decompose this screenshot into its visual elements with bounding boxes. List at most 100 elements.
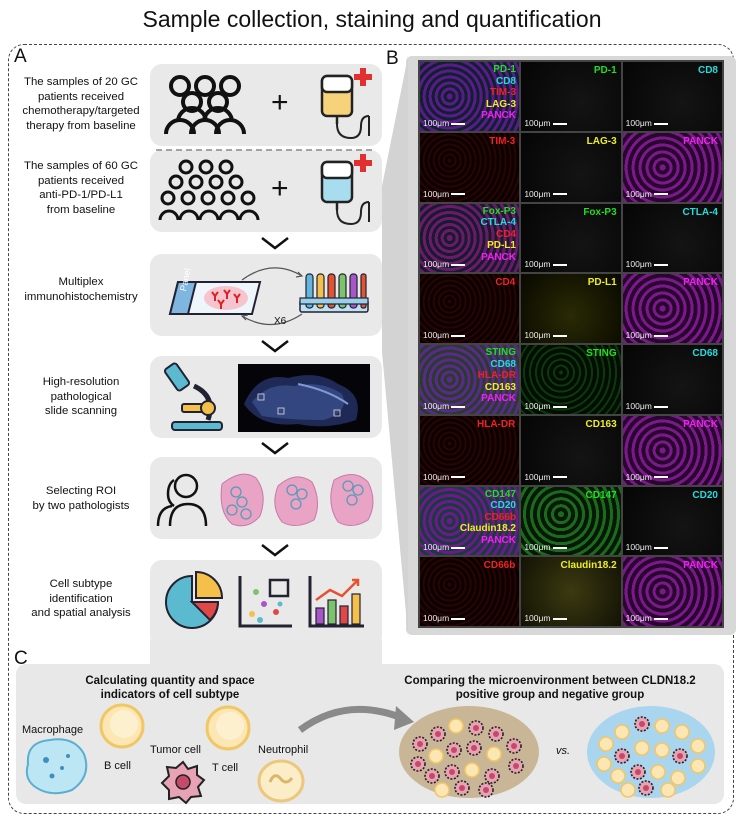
chevron-down-icon bbox=[261, 237, 289, 250]
scale-bar: 100μm bbox=[423, 613, 466, 623]
scale-bar-label: 100μm bbox=[625, 471, 652, 482]
spatial-plot-icon bbox=[238, 576, 292, 628]
marker-labels: CD4 bbox=[495, 277, 515, 289]
scale-bar-label: 100μm bbox=[423, 613, 450, 623]
immune-cell-mark bbox=[610, 768, 626, 784]
scale-bar-label: 100μm bbox=[423, 117, 450, 128]
marker-label: CD66b bbox=[483, 560, 516, 572]
label-tumor-cell: Tumor cell bbox=[150, 744, 201, 756]
marker-labels: PD-1 bbox=[594, 65, 617, 77]
marker-label: STING bbox=[586, 348, 617, 359]
label-macrophage: Macrophage bbox=[22, 724, 84, 736]
scale-bar-label: 100μm bbox=[625, 259, 652, 270]
panel-label-c: C bbox=[14, 648, 28, 669]
scale-bar-label: 100μm bbox=[524, 117, 551, 128]
marker-labels: PANCK bbox=[683, 277, 718, 289]
scale-bar-label: 100μm bbox=[524, 613, 551, 623]
marker-label: CD20 bbox=[692, 489, 718, 501]
patient-group-icon-large bbox=[158, 159, 260, 221]
tumor-cell-icon bbox=[160, 760, 206, 805]
immune-cell-mark bbox=[428, 748, 444, 764]
fluorescence-image-cell: CTLA-4 100μm bbox=[622, 203, 722, 273]
tumor-cell-mark bbox=[466, 740, 482, 756]
marker-label: TIM-3 bbox=[489, 87, 516, 98]
marker-label: PANCK bbox=[481, 393, 516, 404]
immune-cell-mark bbox=[690, 758, 706, 774]
tumor-cell-mark bbox=[444, 764, 460, 780]
marker-labels: PANCK bbox=[683, 560, 718, 572]
immune-cell-mark bbox=[596, 756, 612, 772]
tumor-cell-mark bbox=[488, 726, 504, 742]
bar-chart-icon bbox=[308, 576, 364, 628]
immune-cell-mark bbox=[654, 742, 670, 758]
fluorescence-image-cell: PANCK 100μm bbox=[622, 132, 722, 202]
panel-label-a: A bbox=[14, 46, 27, 67]
macrophage-icon bbox=[25, 738, 88, 795]
analysis-connector bbox=[150, 640, 382, 668]
marker-label: CD8 bbox=[495, 75, 516, 87]
marker-labels: HLA-DR bbox=[477, 419, 515, 431]
immune-cell-mark bbox=[650, 764, 666, 780]
pie-chart-icon bbox=[165, 570, 224, 629]
marker-labels: CD66b bbox=[484, 560, 516, 572]
marker-label: PANCK bbox=[683, 277, 718, 289]
marker-label: CD4 bbox=[495, 228, 516, 240]
label-neutrophil: Neutrophil bbox=[258, 744, 309, 756]
marker-label: Claudin18.2 bbox=[459, 523, 516, 534]
marker-labels: PD-L1 bbox=[588, 277, 617, 289]
curved-arrow bbox=[297, 705, 414, 733]
immune-cell-mark bbox=[620, 782, 636, 798]
slide-icon bbox=[168, 281, 262, 315]
immune-cell-mark bbox=[674, 724, 690, 740]
zoom-wedge bbox=[382, 56, 408, 635]
marker-label: CD68 bbox=[490, 358, 516, 370]
chevron-down-icon bbox=[261, 340, 289, 353]
marker-label: PANCK bbox=[683, 135, 718, 147]
marker-label: PD-L1 bbox=[587, 277, 617, 289]
scale-bar: 100μm bbox=[626, 472, 668, 482]
t-cell-icon bbox=[205, 705, 251, 751]
iv-bag-yellow-icon bbox=[320, 68, 372, 140]
c-title-right: Comparing the microenvironment between C… bbox=[404, 675, 696, 701]
scale-bar: 100μm bbox=[524, 259, 567, 269]
tumor-cell-mark bbox=[506, 738, 522, 754]
marker-labels: Claudin18.2 bbox=[561, 560, 617, 572]
scale-bar-label: 100μm bbox=[423, 542, 450, 553]
scale-bar: 100μm bbox=[626, 189, 668, 199]
scale-bar-label: 100μm bbox=[524, 542, 551, 553]
marker-label: CD163 bbox=[585, 418, 617, 430]
marker-labels: CD147 bbox=[586, 490, 617, 502]
marker-label: Claudin18.2 bbox=[560, 560, 617, 572]
reagent-tubes-icon bbox=[299, 273, 369, 313]
marker-labels: CTLA-4 bbox=[682, 207, 718, 219]
marker-label: LAG-3 bbox=[486, 98, 516, 110]
scale-bar-label: 100μm bbox=[625, 117, 652, 128]
fluorescence-image-cell: PD-1 100μm bbox=[521, 62, 621, 131]
immune-cell-mark bbox=[448, 718, 464, 734]
scale-bar-label: 100μm bbox=[625, 542, 652, 553]
tumor-cell-mark bbox=[454, 780, 470, 796]
box-divider bbox=[156, 149, 376, 151]
scale-bar: 100μm bbox=[524, 189, 567, 199]
marker-label: CD4 bbox=[495, 277, 516, 289]
scale-bar-label: 100μm bbox=[423, 471, 450, 482]
marker-label: PANCK bbox=[481, 534, 516, 546]
scale-bar: 100μm bbox=[524, 401, 567, 411]
scale-bar: 100μm bbox=[423, 117, 466, 128]
plus-sign-2: + bbox=[271, 172, 289, 205]
immune-cell-mark bbox=[690, 738, 706, 754]
cycle-count: X6 bbox=[274, 316, 287, 327]
vs-label: vs. bbox=[556, 745, 571, 757]
marker-labels: CD20 bbox=[692, 490, 718, 502]
marker-label: LAG-3 bbox=[586, 135, 617, 147]
marker-labels: CD8 bbox=[698, 65, 718, 77]
